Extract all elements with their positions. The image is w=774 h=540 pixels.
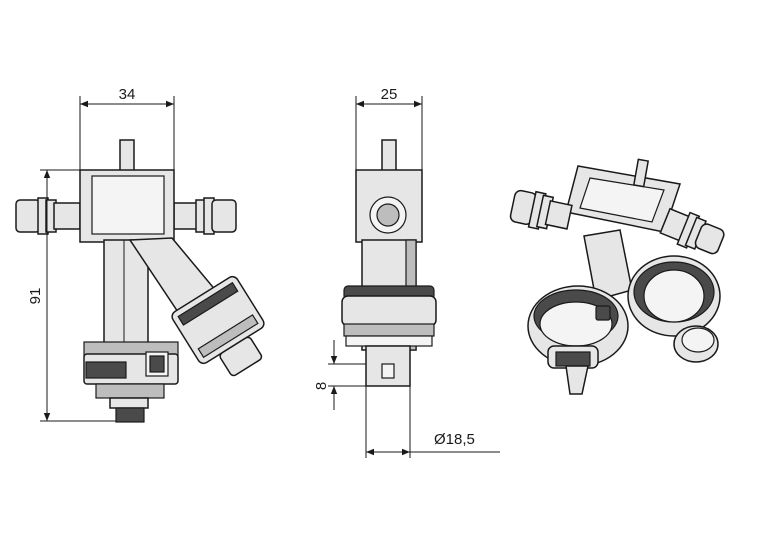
side-view: 25 8 Ø18,5 bbox=[313, 86, 500, 458]
front-right-barb bbox=[173, 197, 237, 235]
isometric-view bbox=[509, 158, 725, 395]
front-view: 34 91 bbox=[15, 86, 265, 423]
dim-side-width: 25 bbox=[381, 86, 398, 103]
iso-left-nozzle bbox=[527, 285, 629, 395]
front-left-barb bbox=[15, 197, 81, 235]
dim-front-width: 34 bbox=[119, 86, 136, 103]
dim-side-diameter: Ø18,5 bbox=[434, 431, 475, 448]
front-bottom-nozzle bbox=[83, 341, 179, 423]
front-angled-cap bbox=[171, 275, 265, 377]
iso-left-barb bbox=[509, 189, 573, 230]
iso-right-cap bbox=[627, 255, 721, 363]
dim-side-offset: 8 bbox=[313, 382, 330, 390]
dim-front-height: 91 bbox=[27, 288, 44, 305]
iso-right-barb bbox=[659, 207, 725, 255]
